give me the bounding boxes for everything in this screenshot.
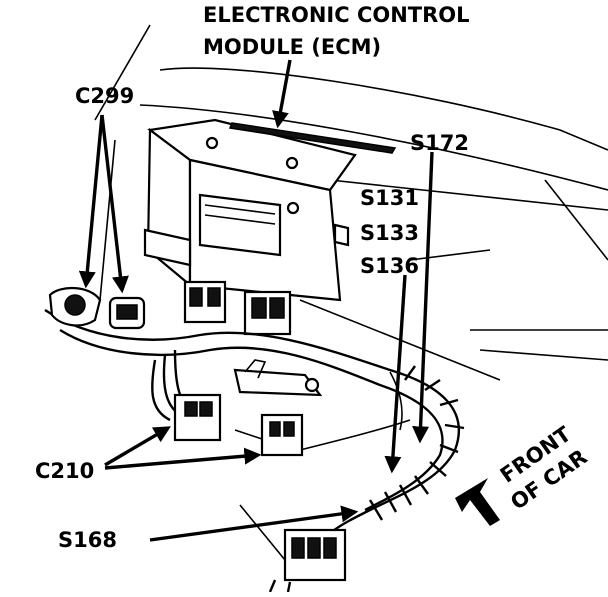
front-arrow-icon xyxy=(455,478,500,526)
front-of-car-indicator: FRONT OF CAR xyxy=(455,422,591,526)
c210-label: C210 xyxy=(35,459,94,483)
s172-label: S172 xyxy=(410,131,469,155)
s133-label: S133 xyxy=(360,221,419,245)
s172-arrow xyxy=(412,151,434,444)
c299-arrow-left xyxy=(78,114,104,289)
c299-arrow-right xyxy=(100,114,129,294)
wiring-harness xyxy=(44,309,465,561)
c299-label: C299 xyxy=(75,84,134,108)
s136-label: S136 xyxy=(360,254,419,278)
callout-arrows xyxy=(78,59,434,542)
s168-label: S168 xyxy=(58,528,117,552)
ecm-arrow xyxy=(272,59,292,129)
c210-arrow-lower xyxy=(104,447,262,470)
s136-arrow xyxy=(384,274,407,474)
c299-connectors xyxy=(48,287,146,330)
c210-connectors xyxy=(173,393,304,457)
s168-arrow xyxy=(149,505,359,542)
s131-label: S131 xyxy=(360,186,419,210)
c210-arrow-upper xyxy=(104,426,171,467)
ecm-label-line2: MODULE (ECM) xyxy=(203,35,381,59)
s168-connector xyxy=(268,528,347,593)
ecm-module xyxy=(143,118,397,336)
ecm-label-line1: ELECTRONIC CONTROL xyxy=(203,3,470,27)
